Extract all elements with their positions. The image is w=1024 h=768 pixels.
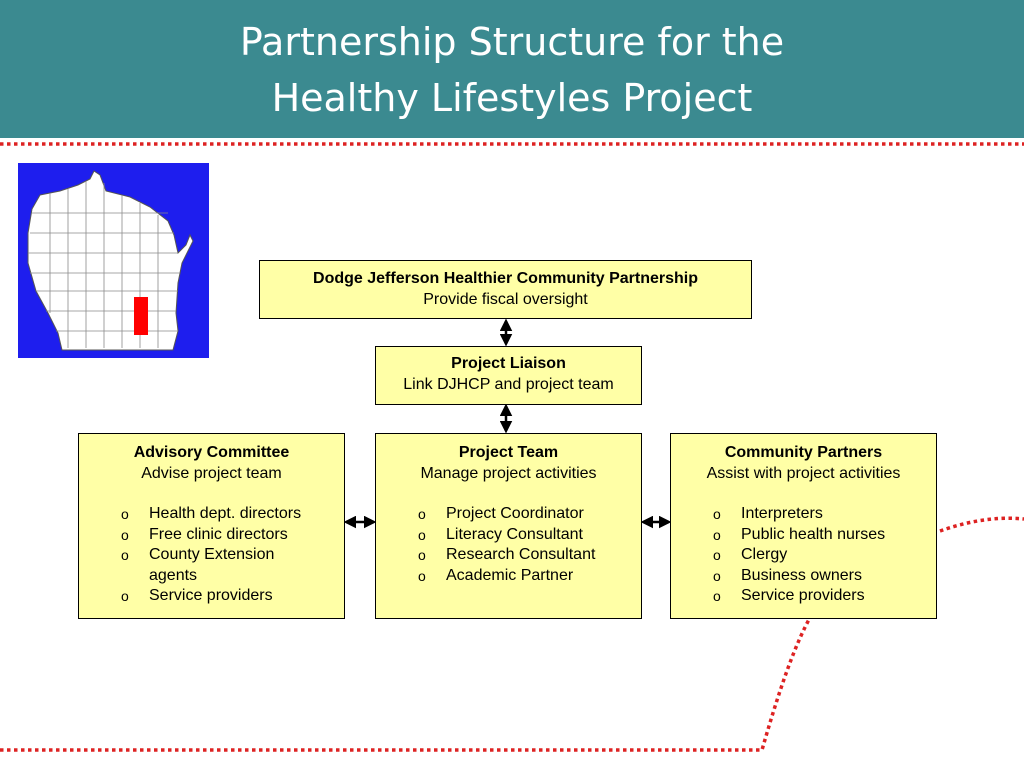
wisconsin-outline	[27, 170, 194, 351]
list-item-continuation: agents	[149, 566, 198, 584]
advisory-heading: Advisory Committee	[133, 444, 290, 461]
community-subtitle: Assist with project activities	[706, 465, 901, 482]
bullet-icon: o	[713, 506, 721, 522]
partnership-subtitle: Provide fiscal oversight	[423, 291, 588, 308]
wisconsin-map	[18, 163, 209, 358]
bullet-icon: o	[418, 547, 426, 563]
slide-title-line-2: Healthy Lifestyles Project	[271, 76, 753, 120]
bullet-icon: o	[121, 526, 129, 543]
partnership-box: Dodge Jefferson Healthier Community Part…	[259, 260, 752, 319]
advisory-committee-box: Advisory Committee Advise project team o…	[78, 433, 345, 619]
slide-title: Partnership Structure for the Healthy Li…	[0, 14, 1024, 126]
liaison-box: Project Liaison Link DJHCP and project t…	[375, 346, 642, 405]
highlighted-counties	[134, 297, 148, 335]
wisconsin-map-icon	[27, 170, 194, 351]
bullet-icon: o	[121, 588, 129, 604]
bullet-icon: o	[121, 506, 129, 522]
bullet-icon: o	[418, 506, 426, 522]
project-team-box: Project Team Manage project activities o…	[375, 433, 642, 619]
community-heading: Community Partners	[724, 444, 883, 461]
bullet-icon: o	[713, 567, 721, 584]
team-subtitle: Manage project activities	[420, 465, 597, 482]
liaison-heading: Project Liaison	[451, 355, 566, 372]
bullet-icon: o	[713, 526, 721, 543]
bullet-icon: o	[121, 547, 129, 563]
team-heading: Project Team	[458, 444, 559, 461]
right-dotted-line	[939, 516, 1024, 533]
bullet-icon: o	[713, 588, 721, 604]
title-banner: Partnership Structure for the Healthy Li…	[0, 0, 1024, 138]
slide-title-line-1: Partnership Structure for the	[239, 20, 785, 64]
liaison-subtitle: Link DJHCP and project team	[403, 376, 614, 393]
advisory-subtitle: Advise project team	[141, 465, 282, 482]
bullet-icon: o	[713, 547, 721, 563]
partnership-heading: Dodge Jefferson Healthier Community Part…	[313, 270, 698, 287]
community-partners-box: Community Partners Assist with project a…	[670, 433, 937, 619]
bullet-icon: o	[418, 526, 426, 543]
bullet-icon: o	[418, 567, 426, 584]
county-grid	[28, 181, 180, 348]
